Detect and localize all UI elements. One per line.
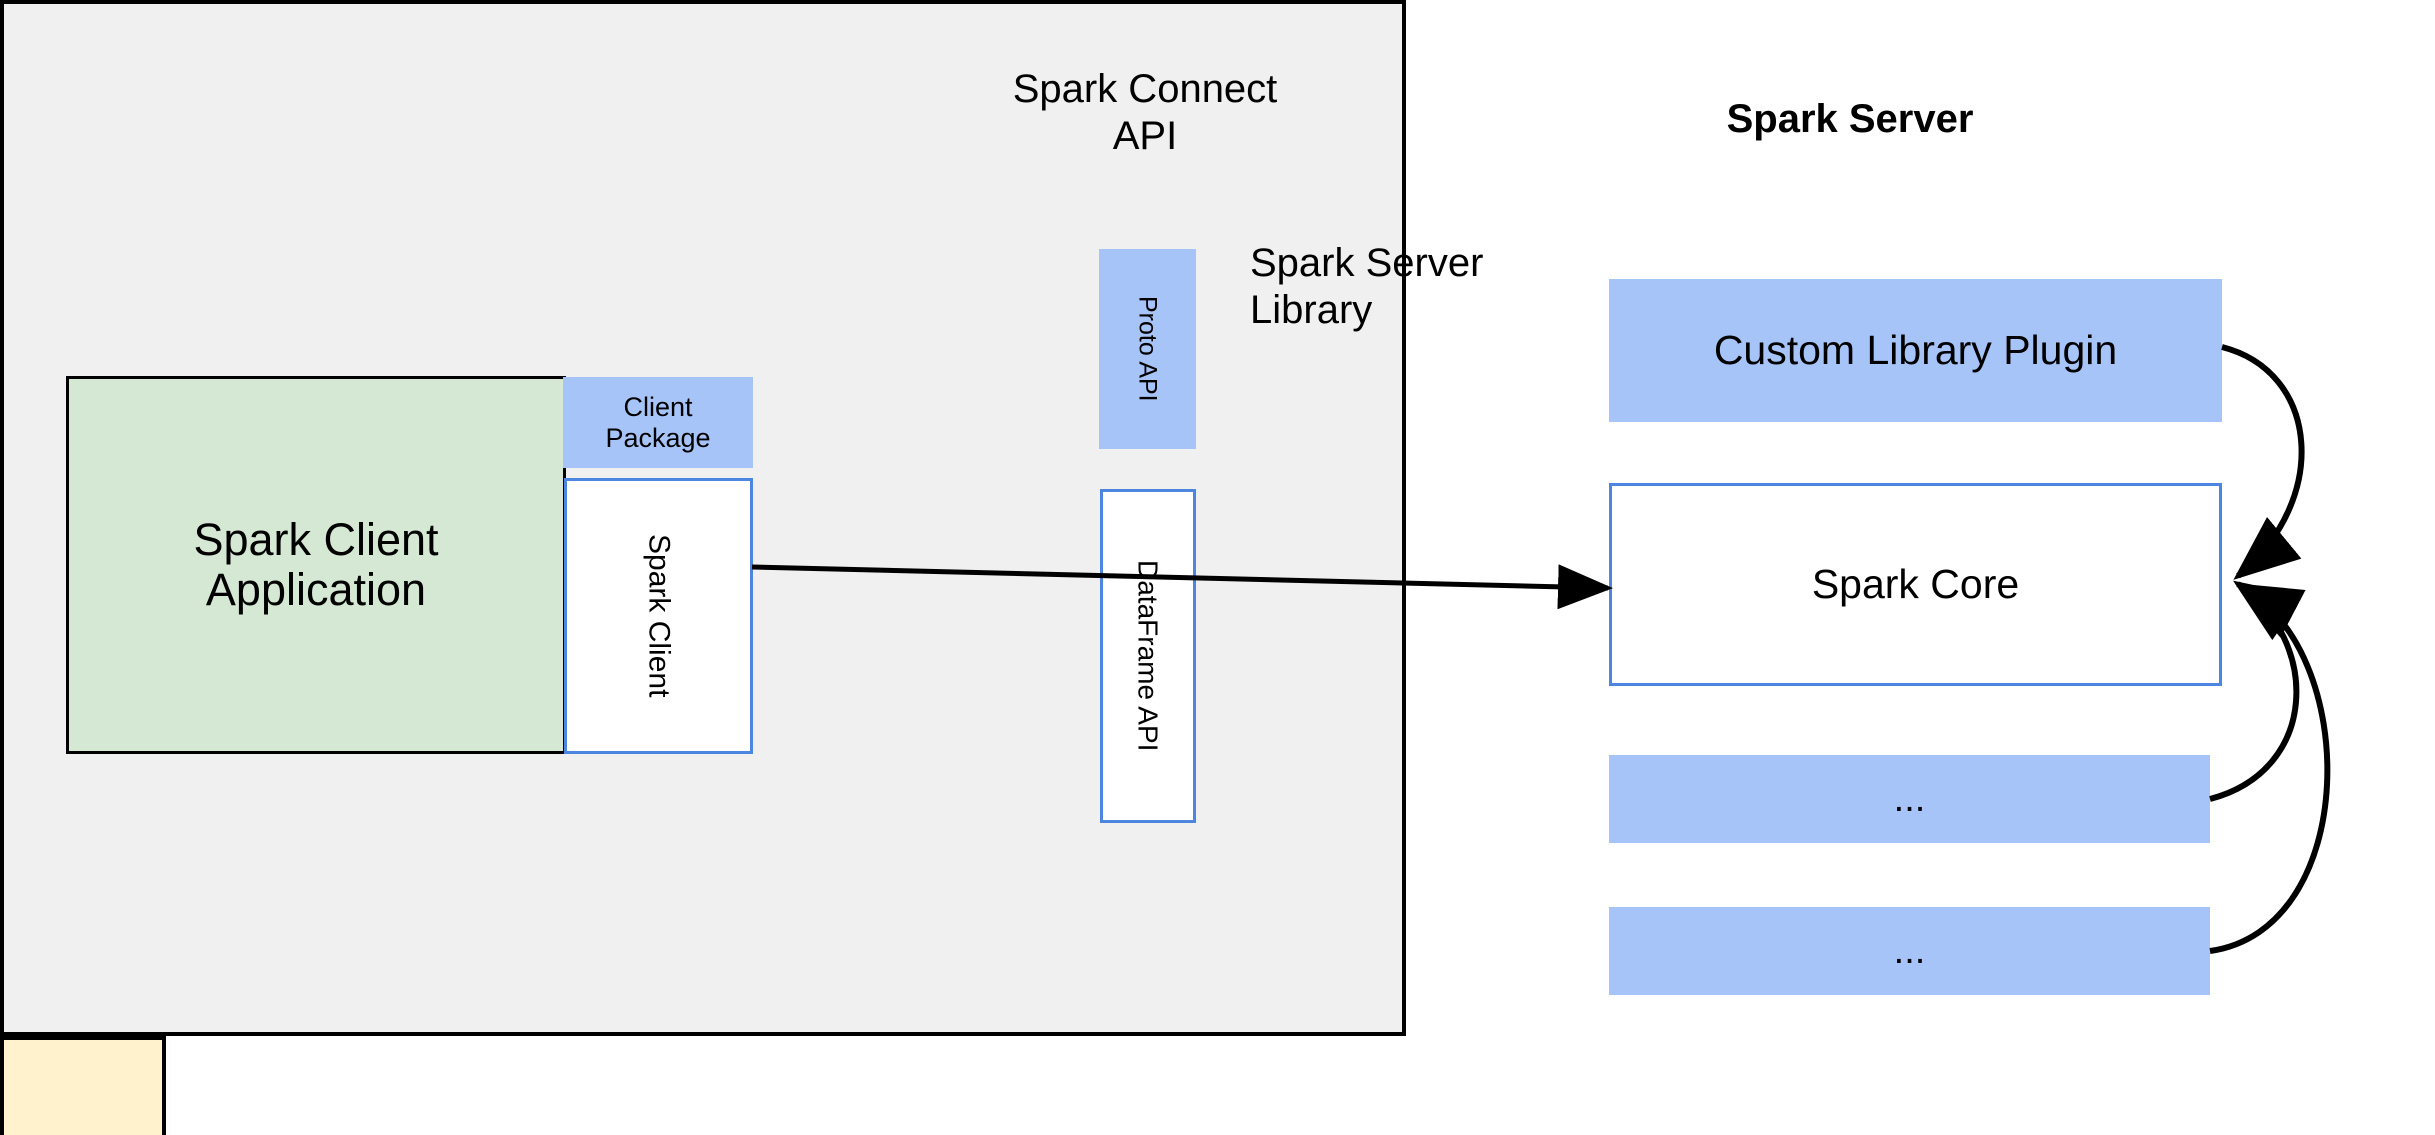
edge-plugin-to-core — [2221, 344, 2305, 580]
dataframe-api-label: DataFrame API — [1132, 560, 1164, 752]
proto-api-label: Proto API — [1133, 296, 1162, 402]
ellipsis-box-1: ... — [1609, 755, 2210, 843]
dataframe-api-box: DataFrame API — [1100, 489, 1196, 823]
spark-server-library-label: Spark Server Library — [1250, 241, 1484, 333]
custom-library-plugin-box: Custom Library Plugin — [1609, 279, 2222, 422]
custom-library-plugin-label: Custom Library Plugin — [1713, 326, 2118, 373]
edge-ellipsis2-to-core — [2209, 583, 2331, 954]
edge-ellipsis1-to-core — [2209, 580, 2303, 802]
ellipsis-label-1: ... — [1893, 777, 1926, 820]
spark-server-title: Spark Server — [1726, 97, 1974, 141]
client-package-label: Client Package — [605, 392, 711, 453]
proto-api-box: Proto API — [1099, 249, 1196, 449]
client-package-box: Client Package — [563, 377, 753, 468]
spark-connect-api-container — [0, 1036, 166, 1135]
spark-core-label: Spark Core — [1811, 560, 2020, 607]
spark-core-box: Spark Core — [1609, 483, 2222, 686]
ellipsis-box-2: ... — [1609, 907, 2210, 995]
spark-client-application-box: Spark Client Application — [66, 376, 566, 754]
spark-client-label: Spark Client — [642, 534, 676, 698]
ellipsis-label-2: ... — [1893, 929, 1926, 972]
spark-connect-api-label: Spark Connect API — [1012, 67, 1278, 159]
spark-client-box: Spark Client — [564, 478, 753, 754]
spark-client-application-label: Spark Client Application — [193, 513, 439, 615]
